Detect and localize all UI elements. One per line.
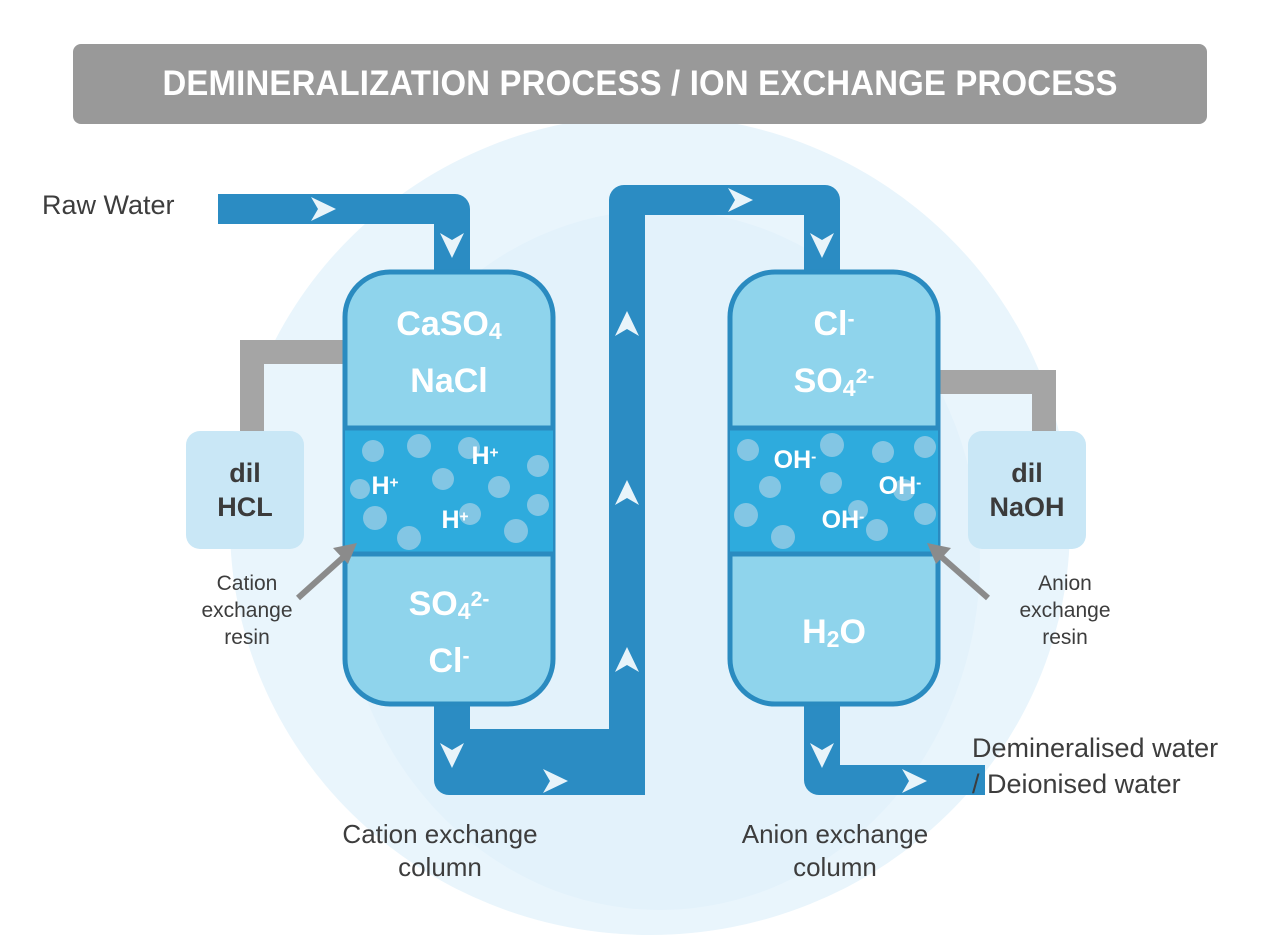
cation-resin-ion-2-symbol: H <box>371 472 390 500</box>
anion-top-species-2-sub: 4 <box>842 375 856 402</box>
cation-resin-note-line2: exchange <box>201 599 293 622</box>
cation-bottom-species-2: Cl- <box>345 642 553 681</box>
anion-top-species-1-sup: - <box>847 308 855 332</box>
anion-top-species-2-formula: SO <box>793 362 843 400</box>
cation-resin-note-line3: resin <box>224 626 270 649</box>
cation-resin-ion-3-charge: + <box>459 508 469 526</box>
cation-resin-ion-2-charge: + <box>389 474 399 492</box>
anion-resin-ion-1: OH- <box>740 446 850 475</box>
anion-top-species-1-formula: Cl <box>813 305 848 343</box>
cation-column-caption-line1: Cation exchange <box>342 819 538 849</box>
anion-resin-ion-2: OH- <box>845 472 955 501</box>
cation-resin-note: Cation exchange resin <box>152 570 342 651</box>
anion-exchange-column <box>727 269 941 707</box>
anion-column-caption-line2: column <box>793 852 877 882</box>
anion-resin-ion-3-symbol: OH <box>821 506 860 534</box>
cation-top-species-1: CaSO4 <box>345 305 553 345</box>
cation-bottom-species-2-formula: Cl <box>428 642 463 680</box>
dil-hcl-line2: HCL <box>217 492 273 522</box>
cation-bottom-species-2-sup: - <box>462 645 470 669</box>
chevron-down-icon-cation-out <box>440 743 464 768</box>
chevron-right-icon-inlet <box>311 197 336 221</box>
dil-hcl-line1: dil <box>229 458 261 488</box>
product-water-label-line2: / Deionised water <box>972 769 1181 799</box>
anion-resin-ion-3: OH- <box>788 506 898 535</box>
anion-resin-ion-2-charge: - <box>916 474 922 492</box>
chevron-right-icon-product <box>902 769 927 793</box>
cation-bottom-species-1-sup: 2- <box>470 588 490 612</box>
chevron-up-icon-riser-2 <box>615 480 639 505</box>
dil-naoh-reagent-box: dil NaOH <box>968 431 1086 549</box>
anion-bottom-species-1: H2O <box>730 613 938 653</box>
chevron-right-icon-riser-top <box>728 188 753 212</box>
anion-top-species-2-sup: 2- <box>855 365 875 389</box>
raw-water-label: Raw Water <box>42 190 175 220</box>
anion-column-caption-line1: Anion exchange <box>741 819 929 849</box>
page-title: DEMINERALIZATION PROCESS / ION EXCHANGE … <box>162 64 1118 103</box>
gray-pipe-right <box>940 370 1056 440</box>
cation-top-species-1-sub: 4 <box>488 318 502 345</box>
cation-exchange-column <box>342 269 556 707</box>
cation-resin-ion-1-charge: + <box>489 444 499 462</box>
cation-resin-ion-1: H+ <box>440 442 530 471</box>
anion-bottom-species-1-sub: 2 <box>826 626 840 653</box>
anion-resin-ion-1-charge: - <box>811 448 817 466</box>
chevron-up-icon-riser-1 <box>615 311 639 336</box>
anion-top-species-2: SO42- <box>730 362 938 402</box>
anion-resin-note-line3: resin <box>1042 626 1088 649</box>
dil-naoh-line2: NaOH <box>989 492 1065 522</box>
pipe-product-outlet <box>804 700 985 795</box>
anion-resin-note-line2: exchange <box>1019 599 1111 622</box>
anion-resin-ion-1-symbol: OH <box>773 446 812 474</box>
pipe-cation-bottom-elbow <box>434 700 645 795</box>
cation-top-species-1-formula: CaSO <box>396 305 489 343</box>
diagram-title-bar: DEMINERALIZATION PROCESS / ION EXCHANGE … <box>73 44 1207 124</box>
pipe-raw-water-inlet <box>218 194 470 285</box>
anion-top-species-1: Cl- <box>730 305 938 344</box>
anion-resin-ion-2-symbol: OH <box>878 472 917 500</box>
dil-naoh-line1: dil <box>1011 458 1043 488</box>
chevron-right-icon-cation-out <box>543 769 568 793</box>
cation-resin-note-line1: Cation <box>216 572 278 595</box>
cation-bottom-species-1-sub: 4 <box>457 598 471 625</box>
anion-resin-note-line1: Anion <box>1038 572 1092 595</box>
cation-bottom-species-1-formula: SO <box>408 585 458 623</box>
cation-top-species-2-formula: NaCl <box>410 362 488 400</box>
cation-column-caption: Cation exchange column <box>280 818 600 884</box>
cation-resin-ion-2: H+ <box>340 472 430 501</box>
anion-bottom-species-1-formula: H <box>802 613 827 651</box>
anion-bottom-species-1-tail: O <box>839 613 866 651</box>
cation-bottom-species-1: SO42- <box>345 585 553 625</box>
cation-top-species-2: NaCl <box>345 362 553 401</box>
gray-pipe-left <box>240 340 350 440</box>
anion-resin-note: Anion exchange resin <box>970 570 1160 651</box>
cation-resin-ion-3: H+ <box>410 506 500 535</box>
anion-resin-beads <box>734 433 936 549</box>
product-water-label-line1: Demineralised water <box>972 733 1219 763</box>
anion-resin-ion-3-charge: - <box>859 508 865 526</box>
anion-column-caption: Anion exchange column <box>675 818 995 884</box>
anion-resin-pointer <box>927 543 990 601</box>
cation-resin-pointer <box>295 543 357 601</box>
cation-column-caption-line2: column <box>398 852 482 882</box>
chevron-down-icon-anion-in <box>810 233 834 258</box>
chevron-down-icon-anion-out <box>810 743 834 768</box>
cation-resin-ion-3-symbol: H <box>441 506 460 534</box>
product-water-label: Demineralised water / Deionised water <box>972 730 1218 802</box>
cation-resin-beads <box>350 434 549 550</box>
chevron-down-icon-cation-in <box>440 233 464 258</box>
dil-hcl-reagent-box: dil HCL <box>186 431 304 549</box>
cation-resin-ion-1-symbol: H <box>471 442 490 470</box>
pipe-riser-to-anion-top <box>609 185 840 285</box>
chevron-up-icon-riser-3 <box>615 647 639 672</box>
